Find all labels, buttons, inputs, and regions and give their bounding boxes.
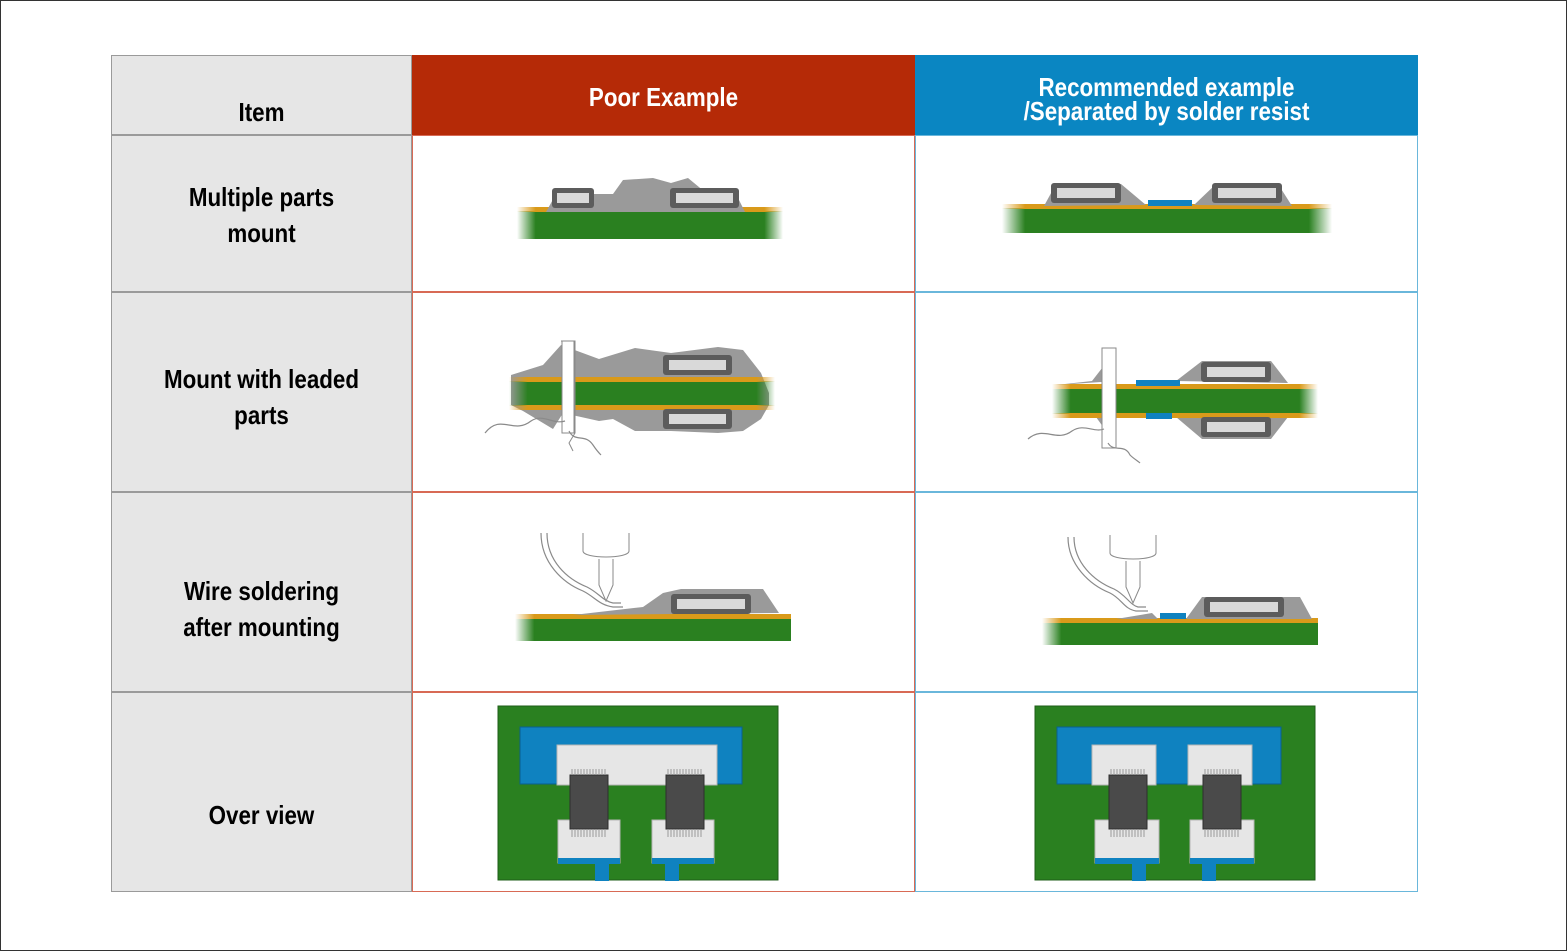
header-item-label: Item — [238, 97, 285, 127]
recommended-over-view-illustration — [1034, 705, 1316, 881]
recommended-cell-wire-soldering — [915, 492, 1418, 692]
recommended-cell-multiple-parts — [915, 135, 1418, 292]
recommended-leaded-parts-illustration — [1027, 347, 1318, 464]
row-label-cell-over-view: Over view — [111, 692, 412, 892]
row-label-line2: mount — [227, 218, 296, 248]
header-poor-cell: Poor Example — [412, 55, 915, 135]
poor-cell-over-view — [412, 692, 915, 892]
recommended-cell-leaded-parts — [915, 292, 1418, 492]
row-label-line1: Mount with leaded — [163, 364, 360, 394]
row-label-line2: parts — [234, 400, 289, 430]
row-label-cell-wire-soldering: Wire soldering after mounting — [111, 492, 412, 692]
row-label-cell-multiple-parts: Multiple parts mount — [111, 135, 412, 292]
row-label-line1: Over view — [208, 800, 315, 830]
poor-cell-wire-soldering — [412, 492, 915, 692]
recommended-cell-over-view — [915, 692, 1418, 892]
recommended-wire-soldering-illustration — [1042, 535, 1318, 645]
row-label-line1: Multiple parts — [188, 182, 335, 212]
poor-over-view-illustration — [497, 705, 779, 881]
recommended-multiple-parts-illustration — [1002, 183, 1332, 233]
poor-cell-multiple-parts — [412, 135, 915, 292]
poor-wire-soldering-illustration — [515, 532, 791, 641]
header-recommended-line1: Recommended example — [1038, 72, 1295, 102]
poor-multiple-parts-illustration — [517, 178, 783, 239]
row-label-line2: after mounting — [183, 612, 340, 642]
header-poor-label: Poor Example — [588, 82, 739, 112]
header-item-cell: Item — [111, 55, 412, 135]
header-recommended-line2: /Separated by solder resist — [1023, 96, 1310, 126]
poor-leaded-parts-illustration — [484, 340, 775, 456]
poor-cell-leaded-parts — [412, 292, 915, 492]
header-recommended-cell: Recommended example /Separated by solder… — [915, 55, 1418, 135]
row-label-cell-leaded-parts: Mount with leaded parts — [111, 292, 412, 492]
row-label-line1: Wire soldering — [183, 576, 340, 606]
